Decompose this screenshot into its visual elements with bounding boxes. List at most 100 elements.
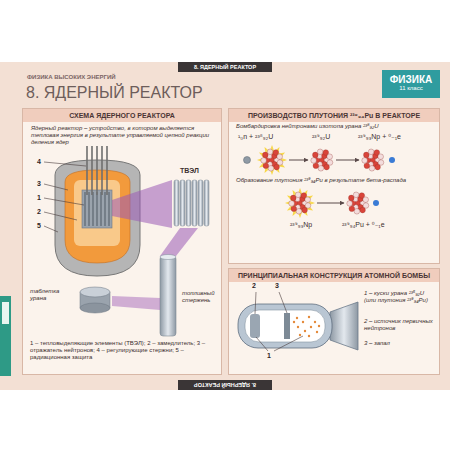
nucleus xyxy=(285,188,315,218)
electron xyxy=(389,157,395,163)
nucleon xyxy=(274,164,280,170)
poster-background xyxy=(0,62,450,390)
callout-number: 1 xyxy=(267,352,271,360)
nucleon xyxy=(368,149,374,155)
bomb-drawing xyxy=(238,292,358,351)
nucleon xyxy=(362,158,368,164)
nucleon xyxy=(364,163,370,169)
equation-term: ²³⁹₉₃Np xyxy=(290,221,312,229)
nucleon xyxy=(268,166,274,172)
nucleon xyxy=(349,195,355,201)
tab-title: 8. ЯДЕРНЫЙ РЕАКТОР xyxy=(178,62,272,72)
nucleon xyxy=(353,192,359,198)
part-label: топливный стержень xyxy=(182,290,220,304)
callout-number: 5 xyxy=(37,222,41,230)
nucleon xyxy=(364,152,370,158)
bomb-tail xyxy=(330,302,358,350)
caption-text: Образование плутония ²³⁹₉₄Pu в результат… xyxy=(236,177,436,184)
label-holder: ²³⁹₉₃Np xyxy=(290,221,312,229)
label-holder: 3 – запал xyxy=(364,340,436,347)
fuel-elements xyxy=(85,192,109,226)
label-holder: 1 – тепловыделяющие элементы (ТВЭЛ); 2 –… xyxy=(30,340,218,362)
panel-heading: ПРОИЗВОДСТВО ПЛУТОНИЯ ²³⁹₉₄Pu В РЕАКТОРЕ xyxy=(229,109,439,122)
nucleon xyxy=(261,158,267,164)
subject-name: ФИЗИКА xyxy=(382,70,440,85)
callout-number: 4 xyxy=(37,158,41,166)
equation-term: ²³⁹₉₃Np + ⁰₋₁e xyxy=(358,133,401,141)
nucleon xyxy=(305,203,311,209)
nucleon xyxy=(327,160,333,166)
nucleon xyxy=(369,166,375,172)
part-label: таблетка урана xyxy=(30,288,76,302)
nucleon xyxy=(263,163,269,169)
nucleon xyxy=(324,164,330,170)
caption-text: Бомбардировка нейтронами изотопа урана ²… xyxy=(236,123,436,130)
label-holder: 2 – источник первичных нейтронов xyxy=(364,318,436,332)
nucleon xyxy=(323,150,329,156)
label-holder: ТВЭЛ xyxy=(180,167,199,175)
nucleon xyxy=(273,150,279,156)
nucleon xyxy=(378,154,384,160)
uranium-piece xyxy=(293,316,320,337)
nucleon xyxy=(354,209,360,215)
fission-burst xyxy=(257,145,287,175)
callout-number: 3 xyxy=(275,282,279,290)
nucleon xyxy=(375,164,381,170)
bomb-cavity xyxy=(245,310,325,342)
bomb-casing xyxy=(238,304,332,348)
leader-lines xyxy=(44,162,86,232)
definition-text: Ядерный реактор – устройство, в котором … xyxy=(23,122,221,150)
part-label: ТВЭЛ xyxy=(180,167,199,175)
uranium-piece xyxy=(250,314,260,338)
label-holder: 2 xyxy=(252,282,256,290)
zoom-beam xyxy=(112,296,160,310)
nucleon xyxy=(267,149,273,155)
nucleon xyxy=(277,154,283,160)
callout-number: 2 xyxy=(37,208,41,216)
nucleon xyxy=(317,149,323,155)
label-holder: 1 xyxy=(267,352,271,360)
label-holder: топливный стержень xyxy=(182,290,220,304)
fission-burst xyxy=(285,188,315,218)
subject-badge: ФИЗИКА11 класс xyxy=(382,70,440,98)
nucleus xyxy=(347,192,369,214)
label-holder: ²³⁹₉₃Np + ⁰₋₁e xyxy=(358,133,401,141)
zoom-beam xyxy=(112,180,172,228)
nucleon xyxy=(289,201,295,207)
nucleon xyxy=(311,158,317,164)
panel-heading: СХЕМА ЯДЕРНОГО РЕАКТОРА xyxy=(23,109,221,122)
label-holder: Бомбардировка нейтронами изотопа урана ²… xyxy=(236,123,436,130)
key-text: 1 – тепловыделяющие элементы (ТВЭЛ); 2 –… xyxy=(30,340,218,362)
fuel-assembly xyxy=(174,180,209,226)
nucleon xyxy=(347,201,353,207)
nucleon xyxy=(349,206,355,212)
label-holder: 5 xyxy=(37,222,41,230)
nucleon xyxy=(302,207,308,213)
nucleon xyxy=(291,195,297,201)
key-text: 2 – источник первичных нейтронов xyxy=(364,318,436,332)
nucleon xyxy=(374,150,380,156)
header-tab: 8. ЯДЕРНЫЙ РЕАКТОР xyxy=(178,62,272,72)
nucleus xyxy=(311,149,333,171)
equation-term: ²³⁹₉₂U xyxy=(312,133,330,141)
label-holder: Образование плутония ²³⁹₉₄Pu в результат… xyxy=(236,177,436,184)
label-holder: ²³⁹₉₄Pu + ⁰₋₁e xyxy=(342,221,385,229)
publisher-sticker xyxy=(0,296,11,376)
reactor-drawing xyxy=(44,146,209,336)
label-holder: ²³⁹₉₂U xyxy=(312,133,330,141)
label-holder: 4 xyxy=(37,158,41,166)
label-holder: 2 xyxy=(37,208,41,216)
nucleon xyxy=(263,152,269,158)
nucleon xyxy=(363,197,369,203)
label-holder: ¹₀n + ²³⁸₉₂U xyxy=(238,133,273,141)
grade-label: 11 класс xyxy=(382,85,440,92)
callout-number: 2 xyxy=(252,282,256,290)
callout-number: 1 xyxy=(37,194,41,202)
label-holder: 1 – куски урана ²³⁵₉₂U (или плутония ²³⁹… xyxy=(364,290,436,304)
supertitle: ФИЗИКА ВЫСОКИХ ЭНЕРГИЙ xyxy=(27,74,116,81)
label-holder: таблетка урана xyxy=(30,288,76,302)
nucleon xyxy=(296,209,302,215)
fuel-rod xyxy=(160,255,176,337)
nucleon xyxy=(291,206,297,212)
